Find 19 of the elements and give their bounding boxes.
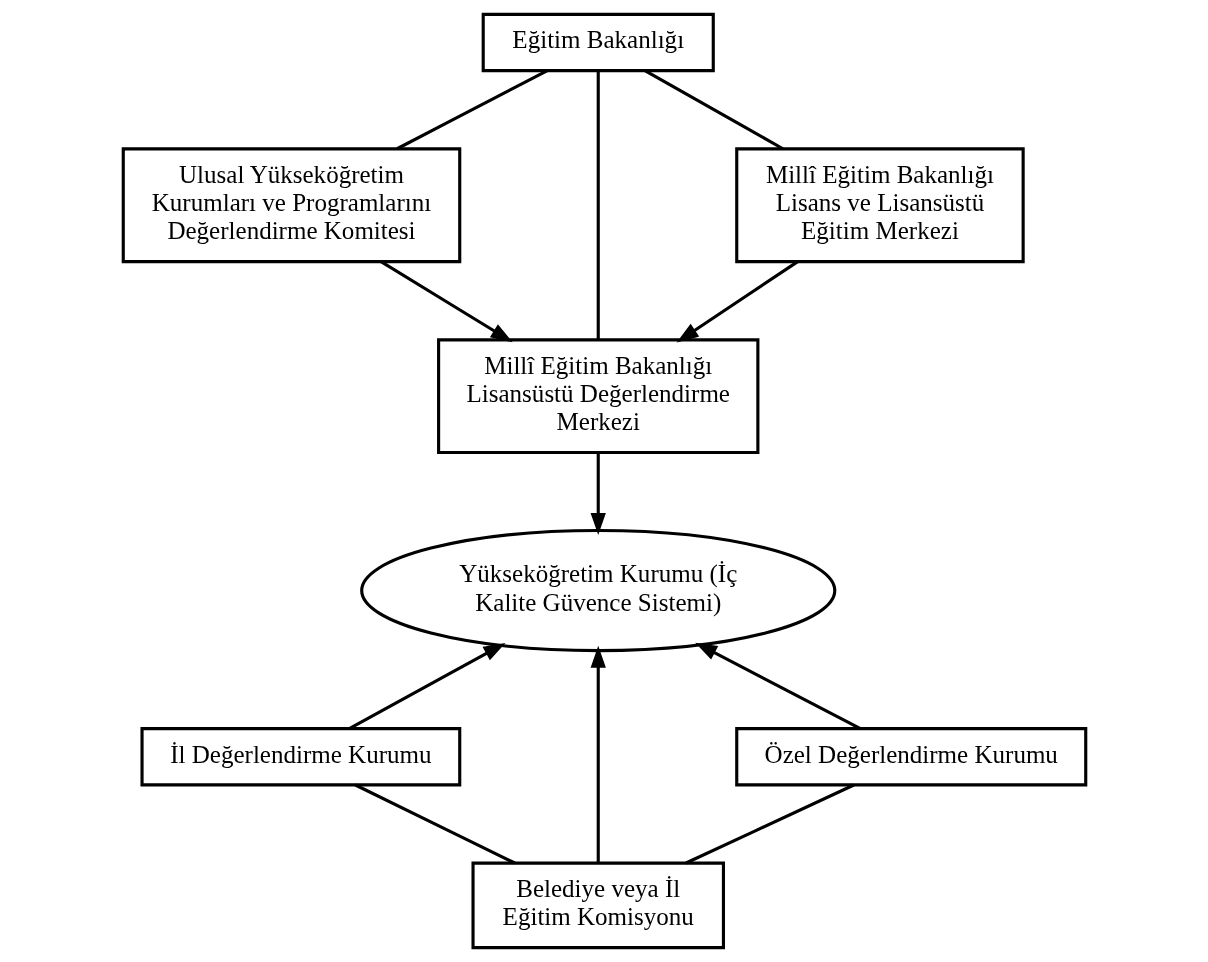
node-box: Özel Değerlendirme Kurumu — [734, 727, 1087, 787]
arrow — [348, 643, 505, 730]
node-box: İl Değerlendirme Kurumu — [139, 727, 461, 787]
node-box: Millî Eğitim Bakanlığı Lisansüstü Değerlendirme Merkezi — [436, 338, 759, 455]
arrow — [590, 452, 606, 535]
node-box: Millî Eğitim Bakanlığı Lisans ve Lisansüstü Eğitim Merkezi — [734, 147, 1025, 264]
arrow — [379, 260, 513, 343]
connector — [644, 69, 784, 151]
connector — [596, 70, 600, 340]
arrow — [676, 260, 799, 343]
arrow — [694, 642, 861, 730]
node-box: Ulusal Yükseköğretim Kurumları ve Programlarını Değerlendirme Komitesi — [121, 147, 461, 264]
connector — [395, 69, 548, 151]
node-ellipse: Yükseköğretim Kurumu (İç Kalite Güvence Sistemi) — [359, 528, 836, 653]
arrow — [590, 645, 606, 863]
node-box: Belediye veya İl Eğitim Komisyonu — [470, 861, 725, 950]
connector — [684, 783, 854, 865]
node-box: Eğitim Bakanlığı — [481, 12, 715, 73]
connector — [354, 783, 515, 865]
